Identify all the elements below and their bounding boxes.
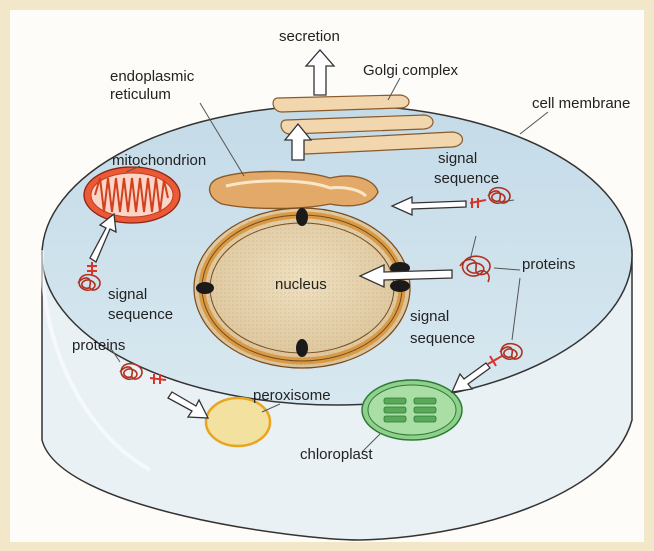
label-sequence-right: sequence	[410, 330, 475, 347]
label-nucleus: nucleus	[275, 276, 327, 293]
endoplasmic-reticulum	[210, 171, 378, 208]
peroxisome	[206, 398, 270, 446]
label-proteins-right: proteins	[522, 256, 575, 273]
label-chloroplast: chloroplast	[300, 446, 373, 463]
mitochondrion	[84, 167, 180, 223]
label-signal-right: signal	[410, 308, 449, 325]
label-peroxisome: peroxisome	[253, 387, 331, 404]
label-mitochondrion: mitochondrion	[112, 152, 206, 169]
label-proteins-left: proteins	[72, 337, 125, 354]
label-reticulum: reticulum	[110, 86, 171, 103]
label-secretion: secretion	[279, 28, 340, 45]
label-sequence-top: sequence	[434, 170, 499, 187]
label-sequence-left: sequence	[108, 306, 173, 323]
label-endoplasmic: endoplasmic	[110, 68, 194, 85]
label-signal-left: signal	[108, 286, 147, 303]
chloroplast	[362, 380, 462, 440]
label-signal-top: signal	[438, 150, 477, 167]
label-cell-membrane: cell membrane	[532, 95, 630, 112]
label-golgi-complex: Golgi complex	[363, 62, 458, 79]
